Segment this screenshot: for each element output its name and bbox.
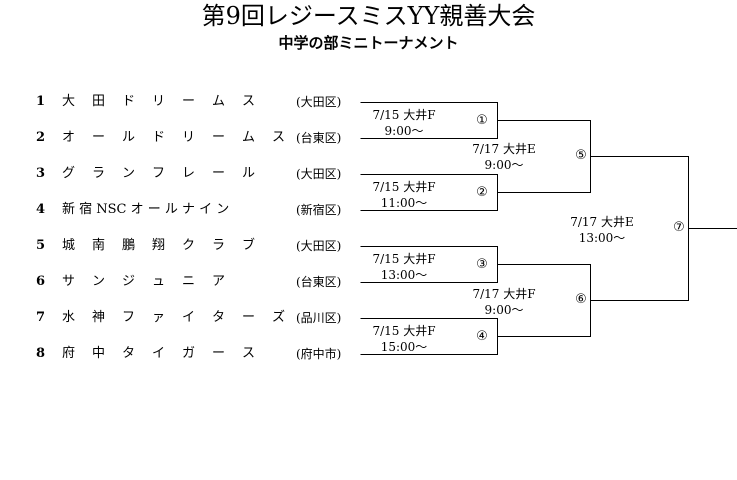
team-row: 5 城 南 鵬 翔 ク ラ ブ (大田区) (36, 236, 356, 256)
team-area: (台東区) (296, 275, 342, 289)
match-time: 9:00～ (484, 303, 524, 317)
team-name: 水 神 フ ァ イ タ ー ズ (62, 310, 288, 325)
match-number: ⑥ (575, 292, 587, 307)
match-4-info: 7/15 大井F 15:00～ (362, 323, 446, 355)
team-seed: 1 (36, 94, 46, 109)
match-time: 13:00～ (380, 268, 428, 282)
team-name: サ ン ジ ュ ニ ア (62, 274, 228, 289)
team-seed: 6 (36, 274, 46, 289)
match-date: 7/15 大井F (372, 252, 436, 266)
match-time: 11:00～ (380, 196, 428, 210)
team-row: 7 水 神 フ ァ イ タ ー ズ (品川区) (36, 308, 356, 328)
match-number: ③ (476, 257, 488, 272)
team-row: 3 グ ラ ン フ レ ー ル (大田区) (36, 164, 356, 184)
team-name: オ ー ル ド リ ー ム ス (62, 130, 288, 145)
match-time: 13:00～ (578, 231, 626, 245)
match-time: 9:00～ (484, 158, 524, 172)
team-row: 6 サ ン ジ ュ ニ ア (台東区) (36, 272, 356, 292)
match-date: 7/17 大井F (472, 287, 536, 301)
team-row: 4 新 宿 NSC オ ー ル ナ イ ン (新宿区) (36, 200, 356, 220)
team-area: (新宿区) (296, 203, 342, 217)
team-name: グ ラ ン フ レ ー ル (62, 166, 258, 181)
match-date: 7/15 大井F (372, 324, 436, 338)
team-row: 8 府 中 タ イ ガ ー ス (府中市) (36, 344, 356, 364)
team-area: (大田区) (296, 239, 342, 253)
match-time: 15:00～ (380, 340, 428, 354)
match-date: 7/15 大井F (372, 180, 436, 194)
match-number: ⑦ (673, 220, 685, 235)
match-number: ① (476, 113, 488, 128)
team-area: (品川区) (296, 311, 342, 325)
match-number: ⑤ (575, 148, 587, 163)
team-name: 大 田 ド リ ー ム ス (62, 94, 258, 109)
page-title: 第9回レジースミスYY親善大会 (201, 2, 536, 30)
team-name: 新 宿 NSC オ ー ル ナ イ ン (62, 202, 230, 217)
team-seed: 3 (36, 166, 46, 181)
page-subtitle: 中学の部ミニトーナメント (278, 34, 459, 52)
match-7-info: 7/17 大井E 13:00～ (560, 214, 644, 246)
match-2-info: 7/15 大井F 11:00～ (362, 179, 446, 211)
match-1-info: 7/15 大井F 9:00～ (362, 107, 446, 139)
team-seed: 5 (36, 238, 46, 253)
team-row: 1 大 田 ド リ ー ム ス (大田区) (36, 92, 356, 112)
match-date: 7/17 大井E (570, 215, 634, 229)
team-seed: 7 (36, 310, 46, 325)
match-number: ② (476, 185, 488, 200)
team-area: (台東区) (296, 131, 342, 145)
team-area: (大田区) (296, 95, 342, 109)
match-3-info: 7/15 大井F 13:00～ (362, 251, 446, 283)
team-row: 2 オ ー ル ド リ ー ム ス (台東区) (36, 128, 356, 148)
team-seed: 4 (36, 202, 46, 217)
team-seed: 8 (36, 346, 46, 361)
team-area: (大田区) (296, 167, 342, 181)
match-5-info: 7/17 大井E 9:00～ (462, 141, 546, 173)
team-area: (府中市) (296, 347, 342, 361)
match-number: ④ (476, 329, 488, 344)
match-date: 7/15 大井F (372, 108, 436, 122)
team-name: 府 中 タ イ ガ ー ス (62, 346, 258, 361)
team-seed: 2 (36, 130, 46, 145)
match-date: 7/17 大井E (472, 142, 536, 156)
match-6-info: 7/17 大井F 9:00～ (462, 286, 546, 318)
team-name: 城 南 鵬 翔 ク ラ ブ (62, 238, 258, 253)
match-time: 9:00～ (384, 124, 424, 138)
